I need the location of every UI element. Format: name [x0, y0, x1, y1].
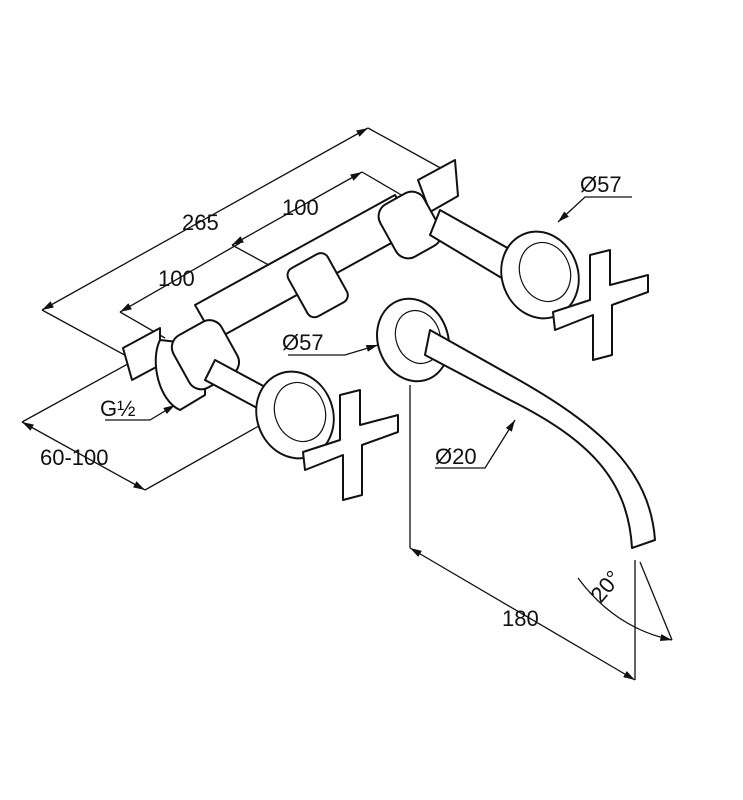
label-100-right: 100	[282, 195, 319, 220]
dimension-labels: 265 100 100 Ø57 Ø57 G½ 60-100 Ø20 180 20…	[40, 172, 626, 631]
label-diameter-57-middle: Ø57	[282, 330, 324, 355]
spout	[424, 329, 656, 549]
dim-20deg-arc	[577, 577, 673, 642]
label-265: 265	[182, 210, 219, 235]
label-60-100: 60-100	[40, 445, 109, 470]
right-cross-handle	[552, 249, 649, 361]
label-100-left: 100	[158, 266, 195, 291]
label-diameter-57-top: Ø57	[580, 172, 622, 197]
left-cross-handle	[302, 389, 399, 501]
dim-100-right-line	[231, 171, 363, 246]
dim-180-line	[409, 547, 636, 681]
faucet-drawing	[122, 159, 656, 549]
dim-100-left-line	[119, 242, 241, 313]
dim-265-line	[41, 127, 369, 311]
dim-60-100-line	[21, 421, 146, 491]
label-180: 180	[502, 606, 539, 631]
label-20-degrees: 20°	[585, 566, 626, 608]
label-g-half: G½	[100, 396, 135, 421]
label-diameter-20: Ø20	[435, 444, 477, 469]
dimension-lines	[21, 127, 673, 681]
